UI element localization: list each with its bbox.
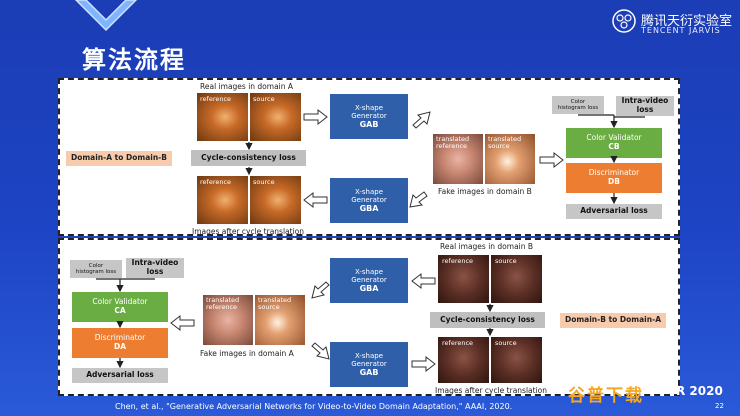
image-label: source <box>253 95 275 103</box>
top-real-label: Real images in domain A <box>200 82 294 91</box>
logo-text-en: TENCENT JARVIS <box>641 26 721 35</box>
top-fake-image-source: translated source <box>484 133 536 185</box>
bottom-fake-image-reference: translated reference <box>202 294 254 346</box>
validator-symbol: CB <box>608 142 620 151</box>
top-generator-ab: X-shape Generator GAB <box>330 94 408 139</box>
bottom-real-image-source: source <box>490 254 543 304</box>
top-cycle-image-reference: reference <box>196 175 249 225</box>
top-color-validator: Color Validator CB <box>566 128 662 158</box>
image-label: translated source <box>488 135 522 151</box>
image-label: translated reference <box>436 135 470 151</box>
validator-name: Color Validator <box>92 297 148 307</box>
top-cycle-image-source: source <box>249 175 302 225</box>
chevron-logo-icon <box>74 0 138 32</box>
bottom-intra-video-loss: Intra-video loss <box>126 258 184 278</box>
validator-symbol: CA <box>114 306 126 315</box>
top-color-hist-loss: Color histogram loss <box>552 96 604 114</box>
top-cycle-loss-box: Cycle-consistency loss <box>191 150 306 166</box>
top-fake-image-reference: translated reference <box>432 133 484 185</box>
top-generator-ba: X-shape Generator GBA <box>330 178 408 223</box>
generator-name: X-shape Generator <box>351 187 387 204</box>
generator-symbol: GBA <box>359 283 379 293</box>
bottom-generator-ab: X-shape Generator GAB <box>330 342 408 387</box>
bottom-fake-label: Fake images in domain A <box>200 349 294 358</box>
image-label: reference <box>200 95 232 103</box>
logo-text-cn: 腾讯天衍实验室 <box>641 14 733 29</box>
watermark: 谷普下载 <box>568 386 644 406</box>
discriminator-symbol: DA <box>113 342 127 351</box>
image-label: source <box>495 339 517 347</box>
image-label: source <box>253 178 275 186</box>
citation: Chen, et al., "Generative Adversarial Ne… <box>115 402 513 411</box>
bottom-real-image-reference: reference <box>437 254 490 304</box>
bottom-generator-ba: X-shape Generator GBA <box>330 258 408 303</box>
bottom-cycle-image-reference: reference <box>437 336 490 384</box>
generator-name: X-shape Generator <box>351 103 387 120</box>
discriminator-name: Discriminator <box>588 168 640 178</box>
image-label: translated reference <box>206 296 240 312</box>
validator-name: Color Validator <box>586 133 642 143</box>
image-label: translated source <box>258 296 292 312</box>
top-real-image-source: source <box>249 92 302 142</box>
generator-symbol: GAB <box>359 367 379 377</box>
top-discriminator: Discriminator DB <box>566 163 662 193</box>
generator-name: X-shape Generator <box>351 267 387 284</box>
page-title: 算法流程 <box>82 46 186 74</box>
top-fake-label: Fake images in domain B <box>438 187 532 196</box>
image-label: reference <box>200 178 232 186</box>
bottom-domain-tag: Domain-B to Domain-A <box>560 313 666 328</box>
bottom-real-label: Real images in domain B <box>440 242 534 251</box>
bottom-color-validator: Color Validator CA <box>72 292 168 322</box>
image-label: reference <box>442 257 474 265</box>
top-domain-tag: Domain-A to Domain-B <box>66 151 172 166</box>
top-intra-video-loss: Intra-video loss <box>616 96 674 116</box>
generator-symbol: GAB <box>359 119 379 129</box>
jarvis-logo-icon <box>612 9 636 33</box>
top-real-image-reference: reference <box>196 92 249 142</box>
top-adversarial-loss: Adversarial loss <box>566 204 662 219</box>
bottom-discriminator: Discriminator DA <box>72 328 168 358</box>
bottom-after-cycle-label: Images after cycle translation <box>435 386 548 395</box>
bottom-cycle-image-source: source <box>490 336 543 384</box>
image-label: reference <box>442 339 474 347</box>
bottom-adversarial-loss: Adversarial loss <box>72 368 168 383</box>
page-number: 22 <box>715 402 724 410</box>
bottom-cycle-loss-box: Cycle-consistency loss <box>430 312 545 328</box>
bottom-fake-image-source: translated source <box>254 294 306 346</box>
discriminator-symbol: DB <box>608 177 620 186</box>
hollow-arrow-icon <box>303 108 564 209</box>
conference-label: R 2020 <box>676 384 723 398</box>
generator-symbol: GBA <box>359 203 379 213</box>
image-label: source <box>495 257 517 265</box>
top-after-cycle-label: Images after cycle translation <box>192 227 305 236</box>
discriminator-name: Discriminator <box>94 333 146 343</box>
bottom-color-hist-loss: Color histogram loss <box>70 260 122 278</box>
generator-name: X-shape Generator <box>351 351 387 368</box>
